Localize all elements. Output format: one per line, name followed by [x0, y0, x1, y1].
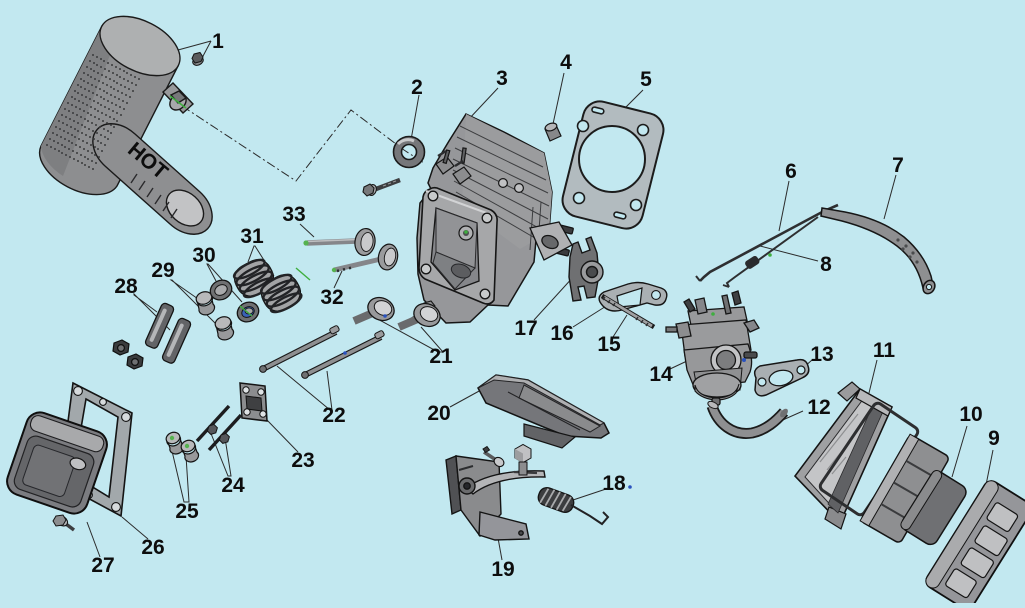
svg-text:16: 16 [550, 322, 573, 345]
svg-text:1: 1 [212, 30, 224, 53]
svg-text:20: 20 [427, 402, 450, 425]
svg-text:31: 31 [240, 225, 264, 248]
svg-text:14: 14 [649, 363, 673, 386]
svg-text:32: 32 [320, 286, 343, 309]
svg-text:12: 12 [807, 396, 830, 419]
svg-text:4: 4 [560, 51, 572, 74]
svg-text:30: 30 [192, 244, 215, 267]
svg-text:25: 25 [175, 500, 199, 523]
svg-text:18: 18 [602, 472, 626, 495]
svg-text:15: 15 [597, 333, 621, 356]
svg-text:23: 23 [291, 449, 314, 472]
svg-text:8: 8 [820, 253, 832, 276]
svg-text:9: 9 [988, 427, 1000, 450]
svg-text:5: 5 [640, 68, 652, 91]
svg-text:26: 26 [141, 536, 164, 559]
svg-text:10: 10 [959, 403, 982, 426]
svg-text:7: 7 [892, 154, 904, 177]
svg-text:21: 21 [429, 345, 453, 368]
svg-text:22: 22 [322, 404, 345, 427]
svg-text:29: 29 [151, 259, 174, 282]
svg-text:17: 17 [514, 317, 537, 340]
svg-text:11: 11 [873, 339, 896, 362]
svg-text:27: 27 [91, 554, 114, 577]
svg-text:6: 6 [785, 160, 797, 183]
svg-text:28: 28 [114, 275, 138, 298]
svg-text:24: 24 [221, 474, 245, 497]
svg-text:3: 3 [496, 67, 508, 90]
svg-text:33: 33 [282, 203, 305, 226]
svg-text:13: 13 [810, 343, 833, 366]
svg-text:2: 2 [411, 76, 423, 99]
svg-text:19: 19 [491, 558, 514, 581]
